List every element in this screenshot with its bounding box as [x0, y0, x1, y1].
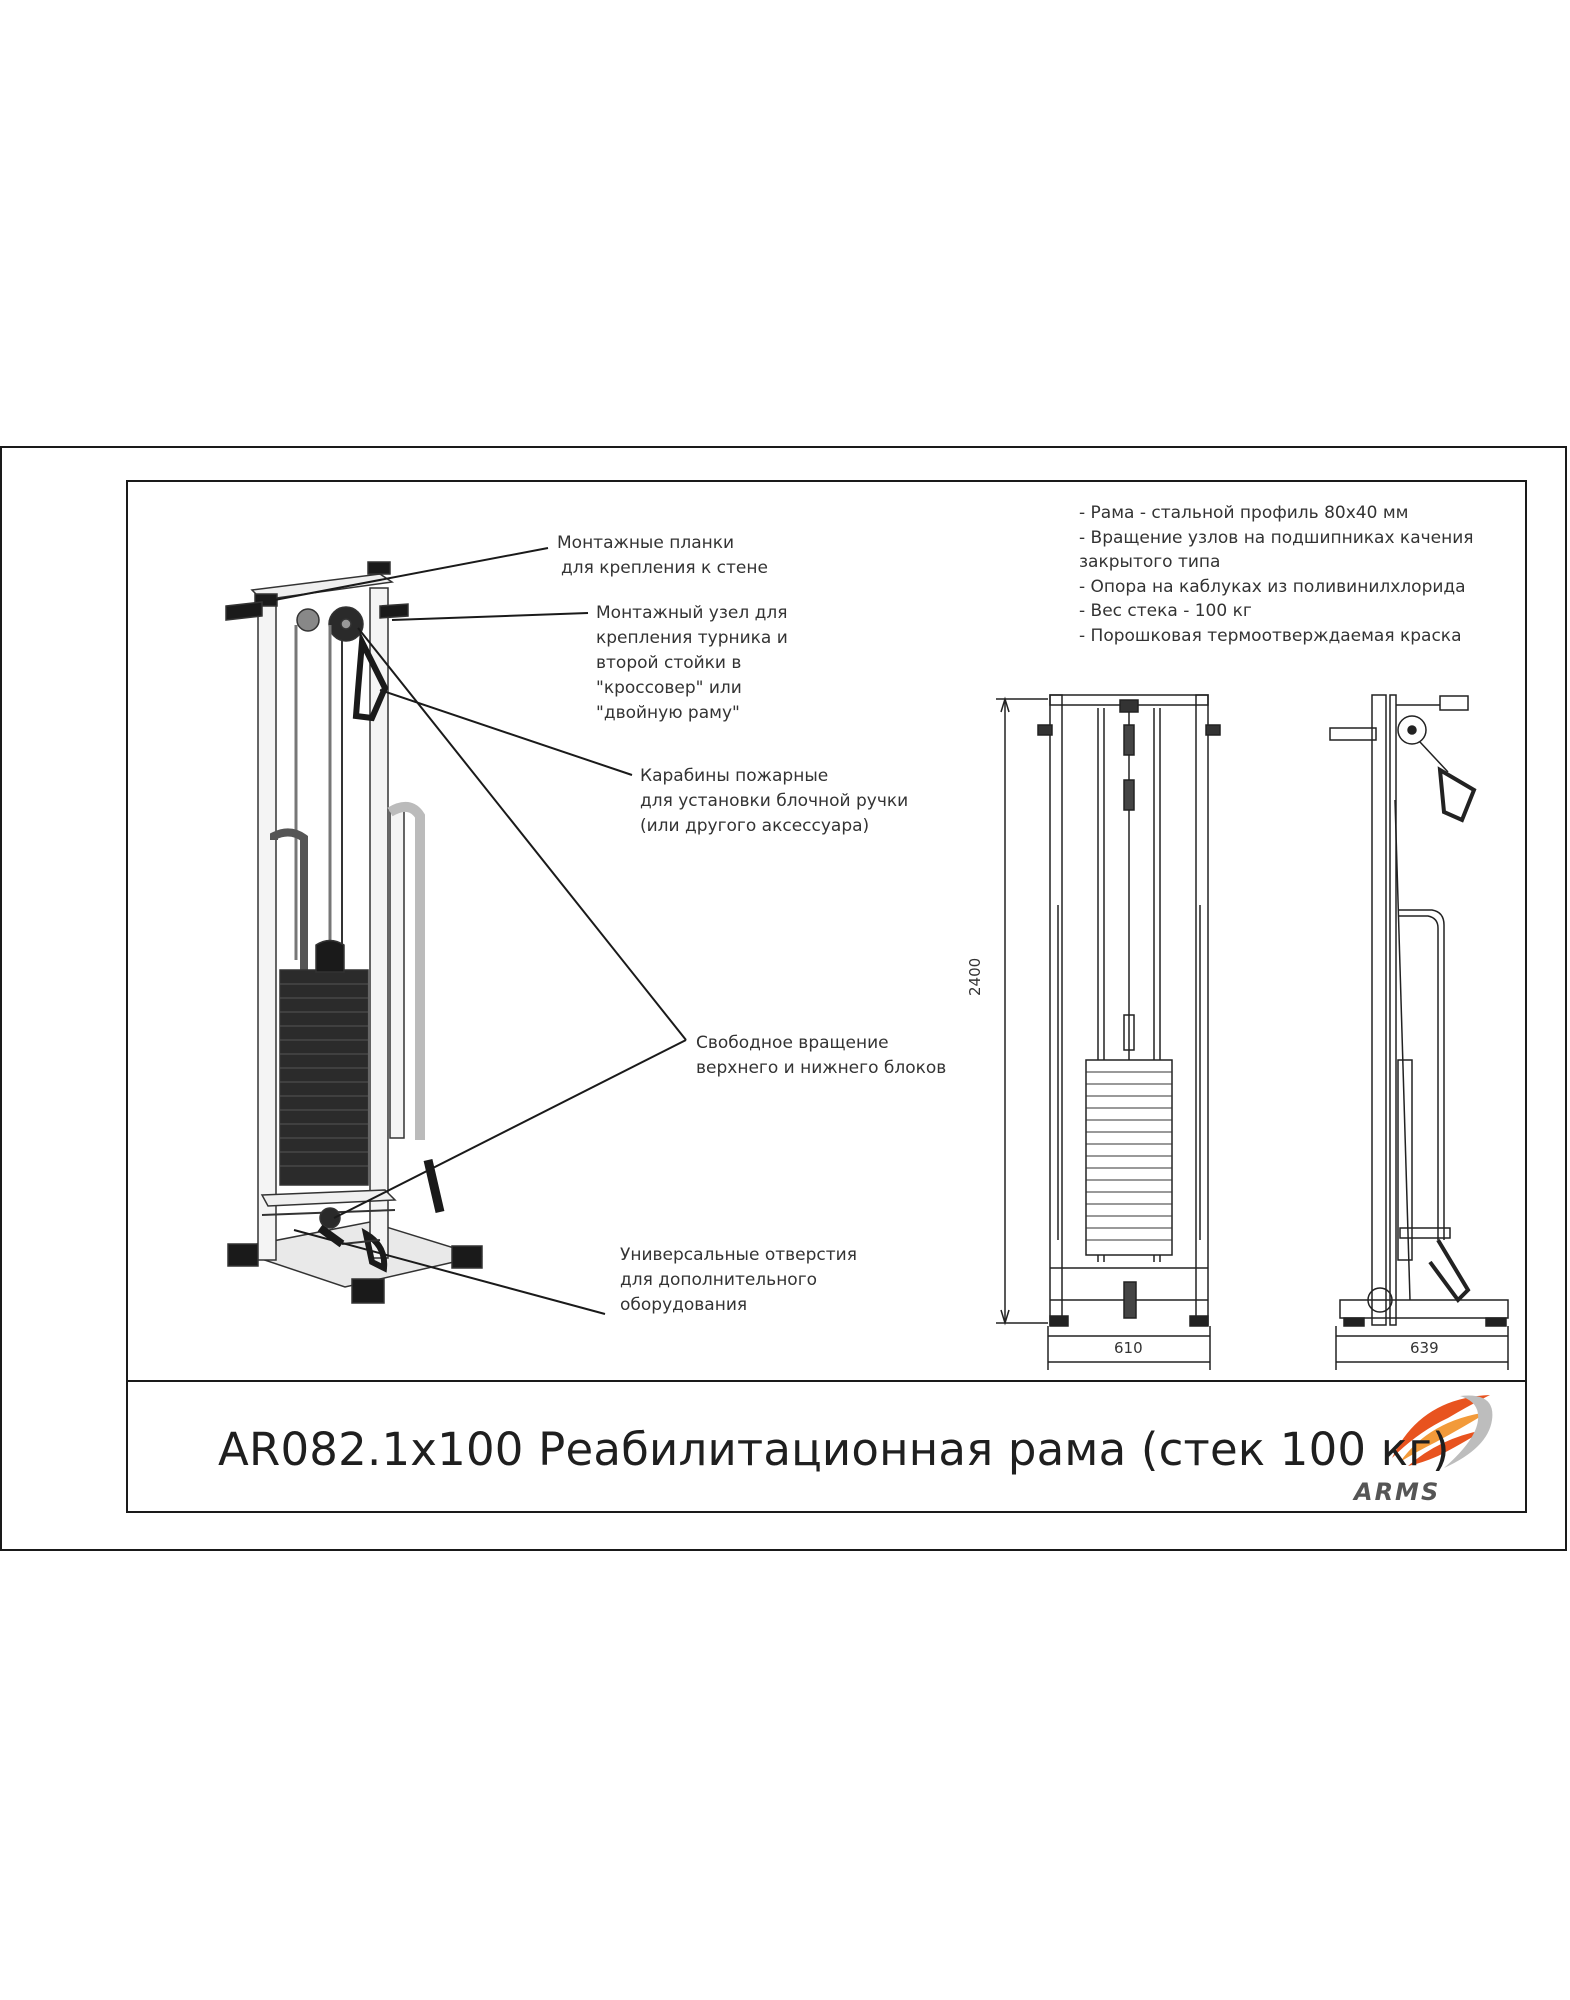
dimension-side-width-label: 639: [1410, 1339, 1439, 1357]
spec-item: закрытого типа: [1079, 552, 1221, 572]
drawing-frame: [126, 480, 1527, 1513]
callout-line: (или другого аксессуара): [640, 816, 870, 836]
arms-logo: ARMS: [1352, 1395, 1493, 1506]
spec-item: - Вращение узлов на подшипниках качения: [1079, 527, 1474, 548]
drawing-sheet-border: [0, 446, 1567, 1551]
dimension-front-width-label: 610: [1114, 1339, 1143, 1357]
callout-universal-holes: Универсальные отверстия для дополнительн…: [620, 1243, 857, 1318]
callout-mount-node: Монтажный узел для крепления турника и в…: [596, 601, 788, 726]
isometric-machine-render: [225, 561, 483, 1304]
spec-item: - Вес стека - 100 кг: [1079, 601, 1252, 621]
title-block-divider: [126, 1380, 1527, 1382]
callout-line: Монтажные планки: [557, 533, 735, 553]
product-title: AR082.1x100 Реабилитационная рама (стек …: [218, 1423, 1450, 1476]
callout-leader-lines: [263, 547, 687, 1315]
callout-line: для установки блочной ручки: [640, 791, 909, 811]
spec-list: - Рама - стальной профиль 80х40 мм - Вра…: [1079, 501, 1474, 648]
callout-line: второй стойки в: [596, 653, 742, 673]
callout-free-rotation: Свободное вращение верхнего и нижнего бл…: [696, 1031, 946, 1081]
callout-line: Свободное вращение: [696, 1033, 889, 1053]
callout-mount-plates: Монтажные планки для крепления к стене: [557, 531, 768, 581]
callout-line: Универсальные отверстия: [620, 1245, 857, 1265]
callout-line: для крепления к стене: [561, 558, 768, 578]
callout-line: крепления турника и: [596, 628, 788, 648]
callout-line: верхнего и нижнего блоков: [696, 1058, 947, 1078]
callout-line: для дополнительного: [620, 1270, 818, 1290]
callout-line: оборудования: [620, 1295, 748, 1315]
side-view-drawing: [1329, 694, 1509, 1370]
front-view-drawing: [996, 694, 1221, 1370]
spec-item: - Порошковая термоотверждаемая краска: [1079, 625, 1462, 646]
callout-line: "кроссовер" или: [596, 678, 742, 698]
svg-text:ARMS: ARMS: [1352, 1478, 1440, 1506]
callout-line: Монтажный узел для: [596, 603, 788, 623]
callout-carabiners: Карабины пожарные для установки блочной …: [640, 764, 908, 839]
dimension-height-label: 2400: [966, 957, 984, 996]
spec-item: - Опора на каблуках из поливинилхлорида: [1079, 576, 1466, 597]
callout-line: Карабины пожарные: [640, 766, 829, 786]
callout-line: "двойную раму": [596, 703, 740, 723]
spec-item: - Рама - стальной профиль 80х40 мм: [1079, 503, 1409, 523]
